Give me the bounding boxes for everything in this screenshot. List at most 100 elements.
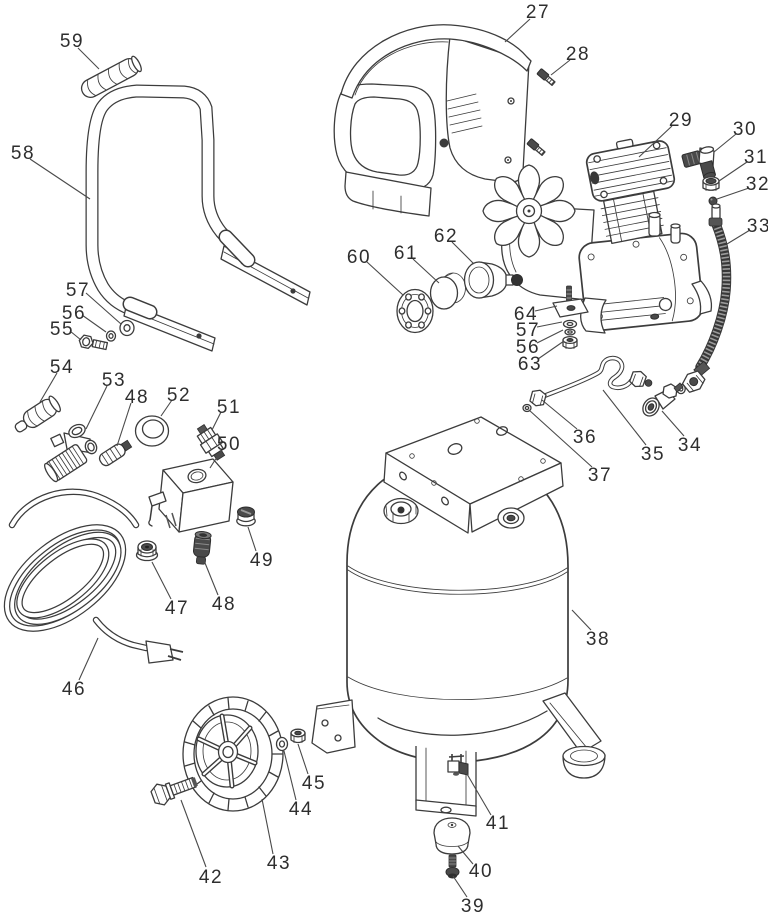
part-number-label-34-7: 34 bbox=[678, 435, 702, 456]
part-number-label-55-29: 55 bbox=[50, 319, 74, 340]
part-59-grip-drawing bbox=[80, 55, 142, 98]
wheel-leg-plate bbox=[311, 699, 356, 754]
leader-line-48-26 bbox=[116, 402, 132, 447]
part-48-plug-b bbox=[192, 530, 212, 565]
leader-line-48-21 bbox=[202, 557, 219, 596]
leader-line-56-30 bbox=[81, 314, 107, 333]
part-number-label-36-9: 36 bbox=[573, 427, 597, 448]
part-60-flange bbox=[396, 288, 434, 334]
part-57-washer-right bbox=[562, 319, 578, 329]
tank-leg-left bbox=[415, 746, 477, 817]
part-number-label-62-36: 62 bbox=[434, 226, 458, 247]
part-number-label-33-6: 33 bbox=[747, 216, 768, 237]
part-number-label-53-27: 53 bbox=[102, 370, 126, 391]
part-46-power-cord bbox=[3, 488, 184, 664]
cylinder-head bbox=[585, 138, 676, 202]
part-number-label-45-18: 45 bbox=[302, 773, 326, 794]
part-27-shroud-drawing bbox=[333, 24, 532, 217]
part-50-pressure-switch bbox=[148, 458, 234, 533]
part-62-filter-bell bbox=[463, 261, 523, 299]
part-number-label-56-30: 56 bbox=[62, 303, 86, 324]
part-42-axle-bolt bbox=[150, 776, 198, 806]
leader-line-56-39 bbox=[536, 329, 564, 344]
part-57-washer-left bbox=[119, 319, 135, 337]
part-number-label-60-34: 60 bbox=[347, 247, 371, 268]
part-41-drain-valve bbox=[447, 754, 469, 776]
part-number-label-57-31: 57 bbox=[66, 280, 90, 301]
leader-line-52-25 bbox=[160, 399, 173, 417]
part-number-label-40-13: 40 bbox=[469, 861, 493, 882]
part-number-label-31-4: 31 bbox=[744, 147, 768, 168]
pump-foot-right bbox=[691, 280, 713, 315]
tank-bung bbox=[383, 497, 419, 525]
part-40-rubber-foot bbox=[433, 817, 471, 855]
part-39-screw bbox=[445, 854, 460, 879]
part-number-label-59-33: 59 bbox=[60, 31, 84, 52]
part-number-label-44-17: 44 bbox=[289, 799, 313, 820]
part-number-label-28-1: 28 bbox=[566, 44, 590, 65]
part-54-fitting bbox=[14, 395, 61, 433]
leader-line-39-12 bbox=[452, 875, 468, 898]
crankcase bbox=[578, 232, 704, 332]
part-number-label-41-14: 41 bbox=[486, 813, 510, 834]
part-number-label-39-12: 39 bbox=[461, 896, 485, 912]
part-number-label-35-8: 35 bbox=[641, 444, 665, 465]
part-number-label-49-22: 49 bbox=[250, 550, 274, 571]
part-number-label-37-10: 37 bbox=[588, 465, 612, 486]
part-number-label-47-20: 47 bbox=[165, 598, 189, 619]
leader-line-30-3 bbox=[713, 133, 737, 153]
leader-line-38-11 bbox=[571, 609, 592, 631]
part-number-label-52-25: 52 bbox=[167, 385, 191, 406]
part-number-label-50-23: 50 bbox=[217, 434, 241, 455]
leader-line-64-37 bbox=[534, 305, 558, 312]
leader-line-51-24 bbox=[211, 411, 222, 431]
part-52-ring-cap bbox=[134, 415, 170, 447]
part-30-elbow-fitting bbox=[681, 146, 716, 180]
leader-line-27-0 bbox=[504, 18, 531, 43]
part-31-nut bbox=[702, 176, 720, 191]
leader-line-32-5 bbox=[716, 187, 750, 200]
cord-plug bbox=[145, 640, 174, 664]
part-number-label-30-3: 30 bbox=[733, 119, 757, 140]
part-34-check-valve bbox=[642, 382, 684, 417]
leader-line-43-16 bbox=[261, 798, 274, 855]
part-43-wheel bbox=[182, 696, 284, 812]
leader-line-44-17 bbox=[283, 750, 297, 801]
part-number-label-38-11: 38 bbox=[586, 629, 610, 650]
tank-leg-right bbox=[542, 692, 606, 779]
part-number-label-48-21: 48 bbox=[212, 594, 236, 615]
part-number-label-61-35: 61 bbox=[394, 243, 418, 264]
part-61-ring bbox=[429, 272, 466, 310]
wheel-spokes bbox=[196, 713, 258, 789]
part-28-screw-a bbox=[536, 68, 556, 86]
part-53-manifold-filter bbox=[44, 423, 98, 483]
leader-line-29-2 bbox=[638, 125, 673, 158]
part-number-label-56-39: 56 bbox=[516, 337, 540, 358]
part-number-label-42-15: 42 bbox=[199, 867, 223, 888]
leader-line-40-13 bbox=[457, 845, 474, 865]
part-56-lockwasher-left bbox=[105, 330, 117, 342]
leader-line-55-29 bbox=[69, 330, 82, 341]
part-56-lockwasher-right bbox=[564, 328, 576, 336]
leader-line-58-32 bbox=[29, 158, 91, 200]
leader-line-36-9 bbox=[541, 399, 578, 430]
leader-line-62-36 bbox=[451, 241, 475, 265]
leader-line-59-33 bbox=[77, 47, 100, 70]
part-number-label-43-16: 43 bbox=[267, 853, 291, 874]
tank-bracket bbox=[383, 416, 564, 534]
part-number-label-58-32: 58 bbox=[11, 143, 35, 164]
leader-line-33-6 bbox=[726, 229, 751, 245]
leader-line-49-22 bbox=[247, 526, 257, 552]
part-29-pump-assembly bbox=[482, 138, 713, 334]
part-51-valve-fitting bbox=[196, 424, 226, 461]
part-number-label-46-19: 46 bbox=[62, 679, 86, 700]
leader-line-34-7 bbox=[661, 410, 685, 437]
leader-line-42-15 bbox=[180, 799, 207, 868]
part-number-label-63-40: 63 bbox=[518, 354, 542, 375]
part-number-label-29-2: 29 bbox=[669, 110, 693, 131]
part-55-bolt bbox=[78, 334, 109, 351]
leader-line-53-27 bbox=[85, 385, 108, 430]
part-47-flanged-nut bbox=[135, 540, 159, 562]
